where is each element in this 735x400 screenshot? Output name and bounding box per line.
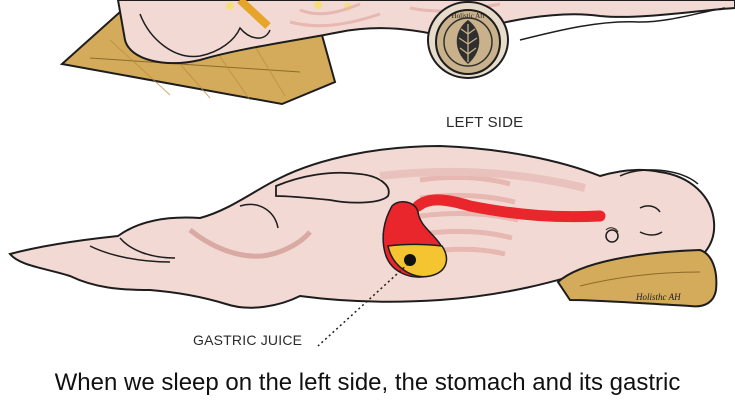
left-side-label: LEFT SIDE <box>446 114 524 131</box>
caption-text: When we sleep on the left side, the stom… <box>54 369 681 396</box>
holistic-logo: Holistic Aft <box>427 1 509 79</box>
stomach-icon <box>382 200 448 278</box>
left-side-sleeper-figure <box>8 144 716 309</box>
gastric-pointer-line <box>317 263 409 347</box>
gastric-juice-label: GASTRIC JUICE <box>193 332 303 348</box>
pillow-icon <box>556 248 718 308</box>
top-sleeper-figure <box>59 0 735 106</box>
main-body <box>8 144 716 309</box>
head <box>605 169 699 243</box>
top-body <box>116 0 735 64</box>
esophagus-icon <box>412 194 606 223</box>
logo-text: Holistic Aft <box>452 12 485 20</box>
pillow-logo-text: Holisthc AH <box>635 292 681 302</box>
